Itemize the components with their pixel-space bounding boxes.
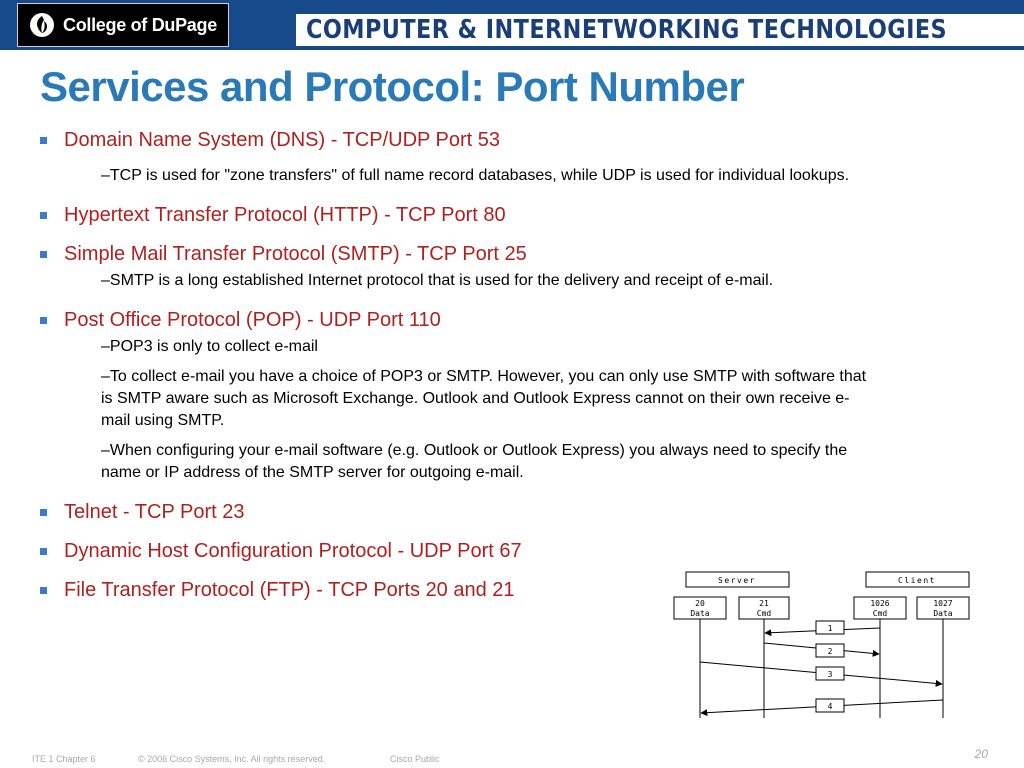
server-box	[685, 571, 790, 588]
sub-bullet-dns: –TCP is used for "zone transfers" of ful…	[101, 167, 850, 184]
bullet-dns: Domain Name System (DNS) - TCP/UDP Port …	[38, 126, 888, 154]
bullet-dhcp: Dynamic Host Configuration Protocol - UD…	[38, 537, 888, 565]
bullet-smtp: Simple Mail Transfer Protocol (SMTP) - T…	[38, 240, 888, 268]
port-number-server-cmd: 21	[759, 599, 769, 608]
step-box-3	[815, 666, 845, 681]
college-logo-icon	[30, 13, 54, 37]
step-box-4	[815, 698, 845, 713]
footer-copyright: © 2006 Cisco Systems, Inc. All rights re…	[138, 754, 326, 764]
footer-classification: Cisco Public	[390, 754, 440, 764]
sub-bullet-pop-1: –POP3 is only to collect e-mail	[101, 338, 318, 355]
step-label-1: 1	[828, 624, 833, 633]
bullet-list: Domain Name System (DNS) - TCP/UDP Port …	[38, 126, 888, 615]
step-label-2: 2	[828, 647, 833, 656]
bullet-http: Hypertext Transfer Protocol (HTTP) - TCP…	[38, 201, 888, 229]
banner-text: COMPUTER & INTERNETWORKING TECHNOLOGIES	[306, 15, 948, 45]
sub-bullet-pop-2: –To collect e-mail you have a choice of …	[101, 368, 867, 429]
sub-bullet-smtp: –SMTP is a long established Internet pro…	[101, 272, 774, 289]
ftp-port-diagram: Server Client 20 Data 21 Cmd 1026 Cmd 10…	[673, 571, 970, 718]
slide-title: Services and Protocol: Port Number	[40, 63, 745, 110]
department-banner: COMPUTER & INTERNETWORKING TECHNOLOGIES	[296, 14, 1024, 46]
logo-text: College of DuPage	[63, 14, 217, 35]
bullet-ftp: File Transfer Protocol (FTP) - TCP Ports…	[38, 576, 888, 604]
step-label-3: 3	[828, 670, 833, 679]
step-box-2	[815, 643, 845, 658]
server-label: Server	[718, 576, 756, 585]
college-logo: College of DuPage	[17, 3, 229, 47]
footer-chapter: ITE 1 Chapter 6	[32, 754, 96, 764]
port-number-server-data: 20	[695, 599, 705, 608]
port-number-client-data: 1027	[933, 599, 952, 608]
sub-bullet-pop-3: –When configuring your e-mail software (…	[101, 442, 848, 481]
port-role-server-data: Data	[690, 609, 709, 618]
port-number-client-cmd: 1026	[870, 599, 889, 608]
port-role-client-data: Data	[933, 609, 952, 618]
bullet-pop: Post Office Protocol (POP) - UDP Port 11…	[38, 306, 888, 334]
bullet-telnet: Telnet - TCP Port 23	[38, 498, 888, 526]
port-role-server-cmd: Cmd	[757, 609, 772, 618]
step-box-1	[815, 620, 845, 635]
slide-header: College of DuPage COMPUTER & INTERNETWOR…	[0, 0, 1024, 50]
client-label: Client	[898, 576, 936, 585]
page-number: 20	[974, 747, 988, 761]
step-label-4: 4	[828, 702, 833, 711]
client-box	[865, 571, 970, 588]
port-role-client-cmd: Cmd	[873, 609, 888, 618]
